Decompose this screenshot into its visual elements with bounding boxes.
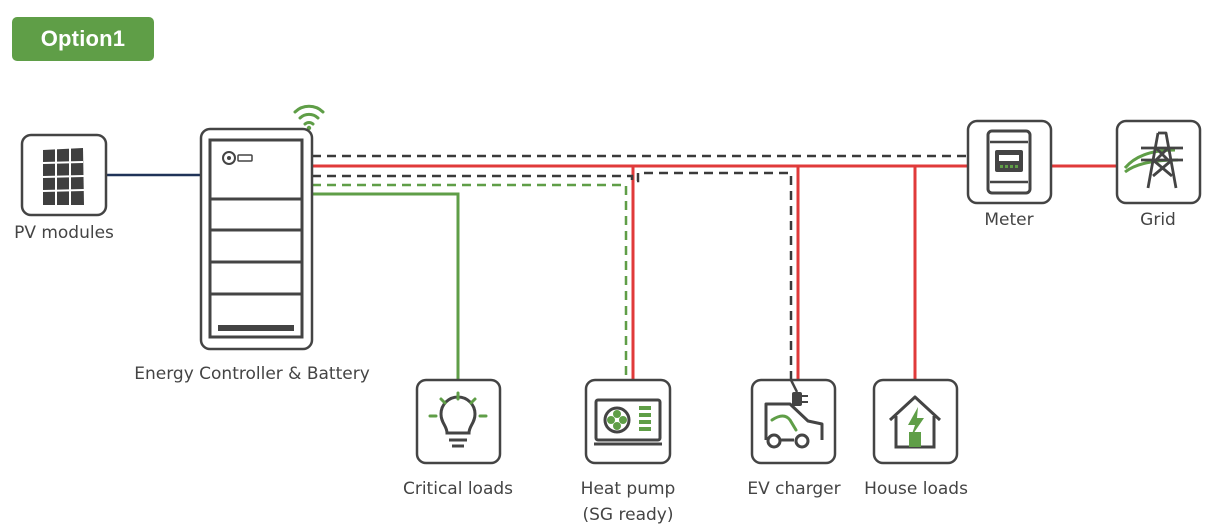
critical-loads-node[interactable] [415,378,502,465]
grid-label: Grid [1140,210,1176,230]
comm-line-ev-charger [312,171,793,380]
light-bulb-icon [428,391,488,448]
backup-line-critical-loads [312,192,460,380]
electric-meter-icon [986,129,1032,195]
ev-car-plug-icon [764,379,824,449]
power-tower-icon [1123,131,1183,189]
ev-charger-node[interactable] [750,378,837,465]
house-loads-label: House loads [864,479,968,499]
ev-charger-label: EV charger [747,479,841,499]
solar-panel-icon [42,148,85,205]
meter-label: Meter [984,210,1034,230]
pv-modules-label: PV modules [14,223,114,243]
heat-pump-label: Heat pump [580,479,676,499]
energy-controller-label: Energy Controller & Battery [134,364,370,384]
meter-node[interactable] [966,119,1053,205]
wifi-icon [293,104,325,131]
heat-pump-sublabel: (SG ready) [582,505,674,525]
house-lightning-icon [888,395,942,449]
house-loads-node[interactable] [872,378,959,465]
critical-loads-label: Critical loads [402,479,514,499]
energy-controller-node[interactable] [199,127,314,351]
pv-modules-node[interactable] [20,133,108,217]
grid-node[interactable] [1115,119,1202,205]
connection-lines [106,154,1117,380]
sg-ready-line-heat-pump [312,183,628,380]
option-button[interactable]: Option1 [12,17,154,61]
battery-cabinet-icon [208,138,304,339]
heat-pump-node[interactable] [584,378,672,465]
heat-pump-icon [594,398,662,446]
